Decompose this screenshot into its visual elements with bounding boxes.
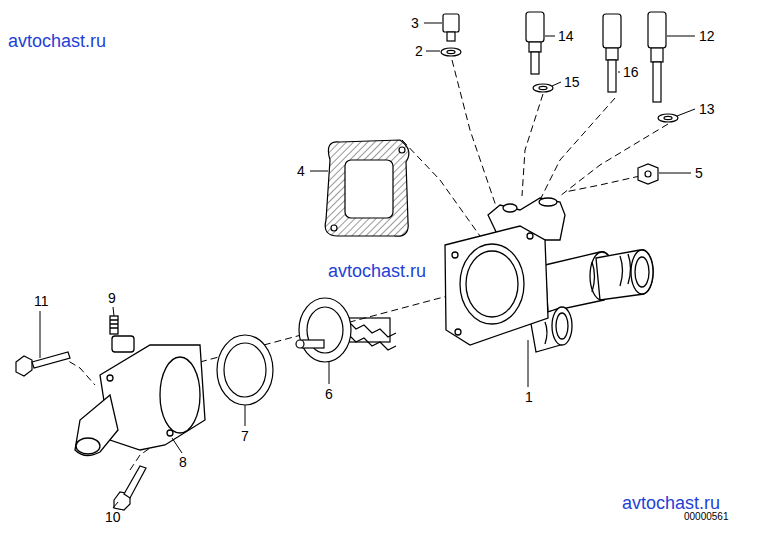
callout-number: 7 [240,429,250,443]
small-parts [441,12,678,184]
callout-number: 10 [104,510,122,524]
callout-number: 13 [698,102,716,116]
drawing-number: 00000561 [684,512,729,522]
thermostat [296,298,396,362]
callout-number: 9 [107,291,117,305]
callout-number: 12 [698,29,716,43]
callout-number: 1 [524,390,534,404]
callout-number: 11 [33,294,50,308]
gasket [325,140,409,236]
thermostat-housing [445,198,653,352]
callout-number: 4 [296,164,306,178]
callout-number: 6 [324,387,334,401]
callout-number: 15 [563,75,581,89]
housing-cover [75,316,205,456]
dashed-assembly-lines [60,60,668,470]
callout-number: 14 [557,29,575,43]
bolts [16,352,146,510]
callout-number: 8 [178,455,188,469]
callout-number: 2 [414,44,424,58]
leader-lines [40,23,695,508]
watermark: avtochast.ru [328,262,426,280]
callout-number: 3 [410,16,420,30]
seal-ring [217,335,273,405]
watermark: avtochast.ru [8,32,106,50]
watermark: avtochast.ru [622,494,720,512]
callout-number: 5 [694,166,704,180]
callout-number: 16 [622,65,640,79]
